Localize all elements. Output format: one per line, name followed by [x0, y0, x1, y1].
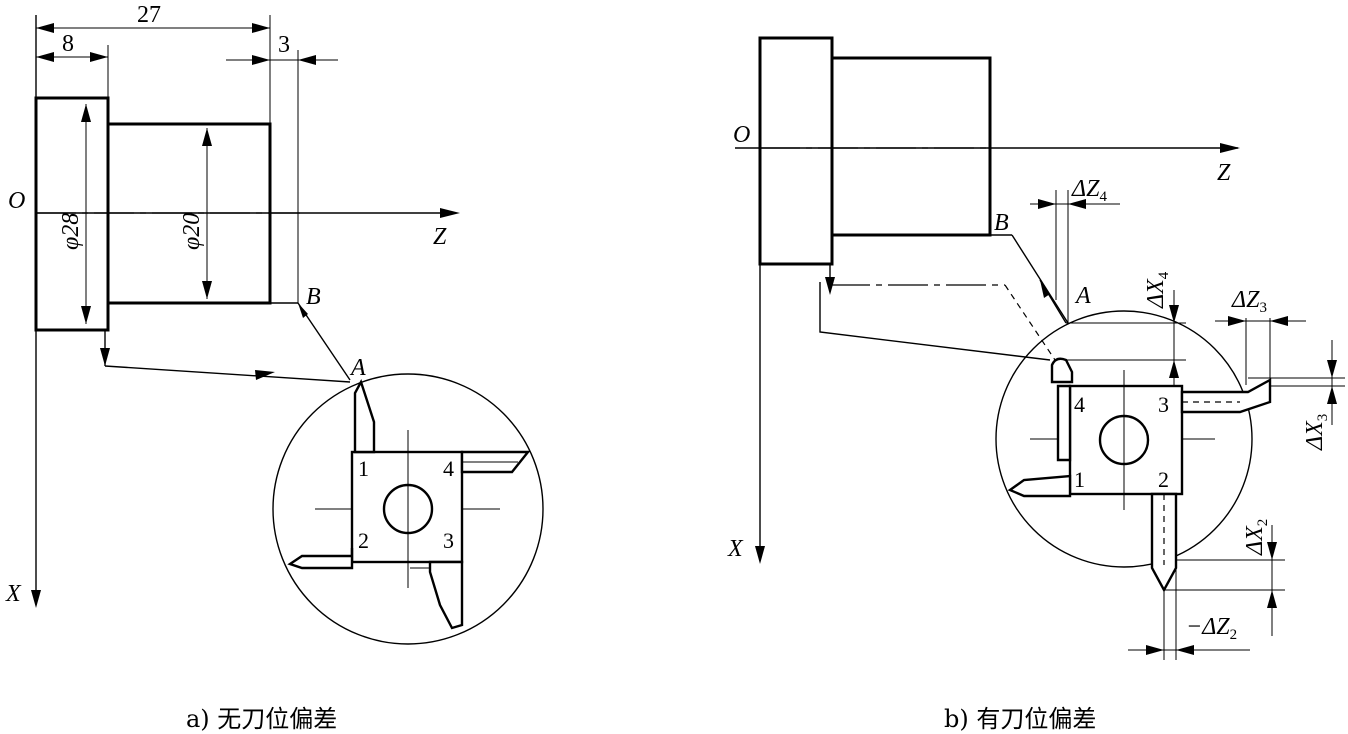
pos-label-2-b: 2 [1158, 467, 1169, 492]
offset-tool-path [819, 282, 1051, 361]
path-down-arrow-b [825, 277, 835, 295]
dx2-arrow-bottom [1267, 590, 1277, 608]
label-a: A [349, 355, 366, 381]
path-dashed-diag-b [1004, 284, 1056, 361]
workpiece-large-step-b [758, 36, 834, 266]
caption-b: b) 有刀位偏差 [944, 705, 1096, 733]
dz3-arrow-right [1270, 316, 1288, 326]
diagram-a: φ28 φ20 27 8 3 O Z X B A [5, 2, 544, 733]
label-b-b: B [994, 210, 1009, 236]
dim-27-arrow-right [252, 23, 270, 33]
dx3-arrow-bottom [1327, 386, 1337, 404]
dim-3-label: 3 [278, 32, 290, 58]
dia28-arrow-top [81, 104, 91, 122]
pos-label-4-b: 4 [1074, 392, 1085, 417]
dx3-text: ΔX [1302, 420, 1328, 451]
diagram-b: O Z X B A ΔZ4 ΔX4 ΔZ3 ΔX3 [727, 36, 1345, 733]
dx4-label: ΔX4 [1143, 271, 1172, 309]
dx2-arrow-top [1267, 542, 1277, 560]
z-axis-arrow-b [1220, 143, 1240, 153]
path-to-a-arrow [255, 370, 275, 380]
caption-a: a) 无刀位偏差 [186, 705, 337, 733]
pos-label-3-b: 3 [1158, 392, 1169, 417]
dx2-text: ΔX [1242, 525, 1268, 556]
tool-3 [428, 560, 464, 630]
dim-8-arrow-right [90, 52, 108, 62]
dx4-subscript: 4 [1156, 271, 1172, 279]
turret-body [350, 450, 464, 564]
dz2-arrow-right [1176, 645, 1194, 655]
dz4-subscript: 4 [1099, 189, 1107, 205]
dx3-label: ΔX3 [1302, 414, 1331, 451]
label-z: Z [433, 224, 447, 250]
label-b: B [306, 284, 321, 310]
dx4-text: ΔX [1143, 278, 1169, 309]
path-to-a [104, 365, 351, 383]
z-axis-arrow [440, 208, 460, 218]
pos-label-3: 3 [443, 528, 454, 553]
dim-3-arrow-left [252, 55, 270, 65]
pos-label-2: 2 [358, 528, 369, 553]
label-a-b: A [1074, 283, 1091, 309]
dx3-subscript: 3 [1315, 414, 1331, 422]
dz3-text: ΔZ [1231, 287, 1260, 313]
label-o-b: O [733, 122, 750, 148]
dx4-arrow-top [1169, 305, 1179, 323]
dx3-arrow-top [1327, 360, 1337, 378]
tool-1 [353, 378, 376, 454]
dx2-subscript: 2 [1255, 519, 1271, 527]
dim-3-arrow-right [298, 55, 316, 65]
dia28-label: φ28 [58, 213, 84, 250]
tool-4-b [1056, 384, 1072, 462]
dia28-arrow-bottom [81, 306, 91, 324]
turret-circle-b [995, 310, 1253, 568]
path-arrow-b [1040, 280, 1050, 298]
dim-8-arrow-left [36, 52, 54, 62]
dz4-arrow-right [1068, 199, 1086, 209]
path-b-to-a [297, 302, 351, 381]
dx2-label: ΔX2 [1242, 519, 1271, 556]
dz4-arrow-left [1038, 199, 1056, 209]
pos-label-4: 4 [443, 456, 454, 481]
x-axis-arrow [31, 590, 41, 608]
x-axis-arrow-b [755, 546, 765, 564]
workpiece-small-step-b [830, 56, 992, 237]
dz3-label: ΔZ3 [1231, 287, 1267, 316]
label-x-b: X [727, 536, 744, 562]
dia20-arrow-top [202, 128, 212, 146]
path-down-arrow [100, 348, 110, 366]
dz2-label: −ΔZ2 [1186, 614, 1237, 643]
label-o: O [8, 188, 25, 214]
turret-circle [272, 373, 544, 645]
dz3-arrow-left [1228, 316, 1246, 326]
label-x: X [5, 581, 22, 607]
tool-3-b [1180, 377, 1272, 414]
dz2-text: −ΔZ [1186, 614, 1230, 640]
workpiece-small-step [106, 122, 272, 305]
pos-label-1: 1 [358, 456, 369, 481]
dz2-subscript: 2 [1230, 627, 1238, 643]
tool-4-tip-b [1050, 357, 1074, 384]
dia20-arrow-bottom [202, 281, 212, 299]
tool-1-b [1007, 474, 1072, 498]
dz4-label: ΔZ4 [1071, 176, 1107, 205]
dim-27-label: 27 [137, 2, 161, 28]
dx4-arrow-bottom [1169, 360, 1179, 378]
dz3-subscript: 3 [1259, 300, 1267, 316]
dz4-text: ΔZ [1071, 176, 1100, 202]
label-z-b: Z [1217, 160, 1231, 186]
dim-27-arrow-left [36, 23, 54, 33]
tool-2 [287, 548, 354, 570]
dim-8-label: 8 [62, 31, 74, 57]
pos-label-1-b: 1 [1074, 467, 1085, 492]
path-b-to-a-b [1011, 234, 1069, 324]
path-b-arrow [298, 303, 308, 318]
dz2-arrow-left [1146, 645, 1164, 655]
dia20-label: φ20 [179, 213, 205, 250]
